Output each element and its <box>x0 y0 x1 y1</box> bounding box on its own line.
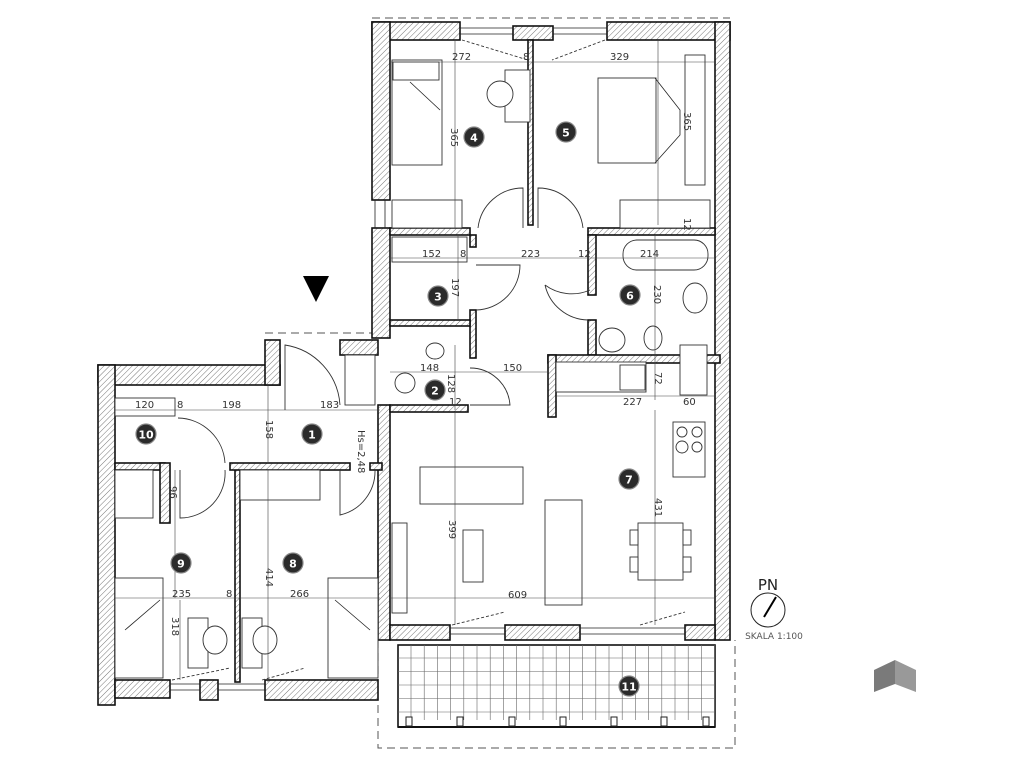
railing-post <box>660 716 668 727</box>
room-marker: 1 <box>301 423 323 445</box>
railing-post <box>405 716 413 727</box>
outline-dashed <box>98 17 736 749</box>
logo-icon <box>874 660 916 692</box>
room-marker: 10 <box>135 423 157 445</box>
railing-post <box>456 716 464 727</box>
dimension-label: 227 <box>623 397 642 408</box>
dimension-lines <box>115 40 715 682</box>
room-marker: 7 <box>618 468 640 490</box>
room-marker-circle <box>427 285 449 307</box>
dimension-label: 365 <box>681 112 692 131</box>
windows <box>170 27 686 691</box>
room-marker-circle <box>555 121 577 143</box>
dimension-label: 223 <box>521 249 540 260</box>
room-marker-circle <box>619 284 641 306</box>
dimension-label: 8 <box>460 249 466 260</box>
doors <box>177 187 591 519</box>
room-marker: 8 <box>282 552 304 574</box>
room-number: 7 <box>625 474 633 487</box>
walls <box>97 21 731 706</box>
dimension-label: 399 <box>446 520 457 539</box>
room-marker: 9 <box>170 552 192 574</box>
railing-post <box>559 716 567 727</box>
room-marker-circle <box>301 423 323 445</box>
room-marker-circle <box>135 423 157 445</box>
dimension-label: 8 <box>177 400 183 411</box>
room-marker: 4 <box>463 126 485 148</box>
dimension-label: 152 <box>422 249 441 260</box>
room-number: 8 <box>289 558 297 571</box>
room-marker: 5 <box>555 121 577 143</box>
dimension-label: 272 <box>452 52 471 63</box>
dimension-label: 318 <box>169 617 180 636</box>
room-marker-circle <box>618 675 640 697</box>
furniture <box>114 54 711 679</box>
room-number: 6 <box>626 290 634 303</box>
dimension-label: 150 <box>503 363 522 374</box>
dimension-label: 12 <box>449 397 462 408</box>
dimension-label: 158 <box>263 420 274 439</box>
room-number: 1 <box>308 429 316 442</box>
railing-post <box>702 716 710 727</box>
room-number: 2 <box>431 385 439 398</box>
room-marker: 11 <box>618 675 640 697</box>
dimension-label: 12 <box>578 249 591 260</box>
dimension-label: 214 <box>640 249 659 260</box>
dimension-label: 148 <box>420 363 439 374</box>
room-marker-circle <box>463 126 485 148</box>
room-marker-circle <box>618 468 640 490</box>
dimension-label: 235 <box>172 589 191 600</box>
balcony-tiles <box>397 644 716 728</box>
dimension-label: 230 <box>651 285 662 304</box>
entrance-height-label: Hs=2,48 <box>355 430 366 473</box>
dimension-label: 120 <box>135 400 154 411</box>
dimension-label: 183 <box>320 400 339 411</box>
dimension-label: 72 <box>652 372 663 385</box>
room-number: 9 <box>177 558 185 571</box>
dimension-label: 198 <box>222 400 241 411</box>
entrance-arrow-icon <box>303 276 329 302</box>
room-marker-circle <box>424 379 446 401</box>
scale-label: SKALA 1:100 <box>745 632 803 642</box>
railing-post <box>508 716 516 727</box>
dimension-label: 96 <box>167 486 178 499</box>
room-number: 5 <box>562 127 570 140</box>
north-compass-icon <box>750 592 786 628</box>
dimension-label: 128 <box>445 374 456 393</box>
dimension-label: 197 <box>449 278 460 297</box>
dimension-label: 414 <box>263 568 274 587</box>
dimension-label: 431 <box>652 498 663 517</box>
room-marker: 6 <box>619 284 641 306</box>
dimension-label: 12 <box>681 218 692 231</box>
room-marker-circle <box>170 552 192 574</box>
compass-label: PN <box>758 576 778 594</box>
room-marker: 3 <box>427 285 449 307</box>
room-marker-circle <box>282 552 304 574</box>
dimension-label: 365 <box>448 128 459 147</box>
dimension-label: 8 <box>226 589 232 600</box>
room-number: 3 <box>434 291 442 304</box>
room-number: 4 <box>470 132 478 145</box>
dimension-label: 609 <box>508 590 527 601</box>
dimension-label: 60 <box>683 397 696 408</box>
room-number: 11 <box>621 681 636 694</box>
dimension-label: 8 <box>523 52 529 63</box>
room-number: 10 <box>138 429 154 442</box>
room-marker: 2 <box>424 379 446 401</box>
dimension-label: 329 <box>610 52 629 63</box>
dimension-label: 266 <box>290 589 309 600</box>
railing-post <box>610 716 618 727</box>
